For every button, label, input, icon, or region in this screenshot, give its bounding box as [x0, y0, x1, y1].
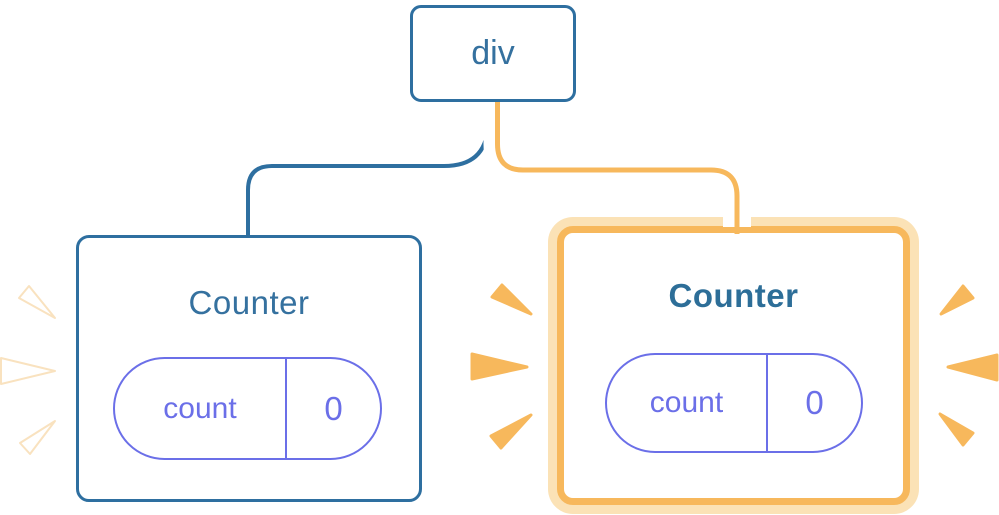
render-burst-icon — [490, 283, 533, 316]
state-pill-left: count 0 — [113, 357, 382, 460]
counter-card-left-title: Counter — [188, 284, 310, 321]
connector-line-left — [246, 101, 490, 237]
render-burst-faded-icon — [18, 285, 56, 319]
counter-card-left: Counter count 0 — [76, 235, 422, 502]
render-burst-icon — [939, 284, 975, 316]
connector-highlight-casing — [483, 102, 751, 227]
state-value-right: 0 — [805, 384, 824, 421]
state-pill-right: count 0 — [605, 353, 863, 453]
counter-card-right-title: Counter — [668, 277, 799, 314]
state-key-left: count — [115, 359, 287, 458]
connector-highlight-line — [495, 102, 740, 234]
render-burst-faded-icon — [19, 420, 56, 455]
render-burst-icon — [938, 412, 975, 447]
render-burst-icon — [470, 352, 529, 381]
render-burst-icon — [946, 353, 999, 382]
render-burst-icon — [489, 413, 533, 450]
tree-node-div: div — [410, 5, 576, 102]
render-burst-faded-icon — [0, 357, 56, 385]
state-value-left: 0 — [324, 389, 343, 427]
tree-node-div-label: div — [471, 34, 515, 72]
counter-card-right-highlighted: Counter count 0 — [557, 226, 910, 505]
state-key-right: count — [607, 355, 768, 451]
